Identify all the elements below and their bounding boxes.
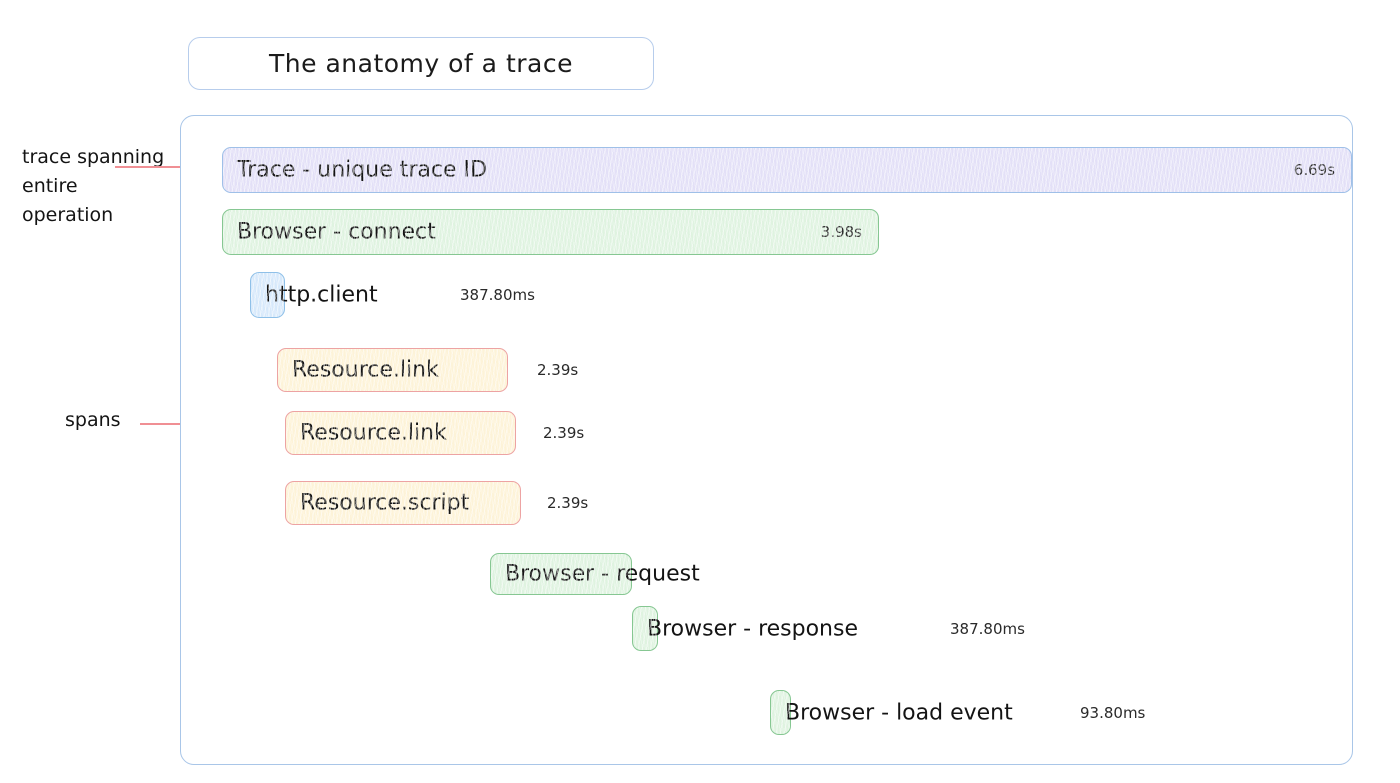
span-bar-resource-link[interactable]: Resource.link: [285, 411, 516, 455]
span-row-http-client[interactable]: http.client 387.80ms: [250, 272, 535, 318]
span-duration: 6.69s: [1293, 161, 1335, 179]
annotation-spans-label: spans: [65, 409, 121, 431]
page-title: The anatomy of a trace: [269, 49, 573, 78]
span-row-trace[interactable]: Trace - unique trace ID 6.69s: [222, 147, 1352, 193]
span-duration: 2.39s: [537, 361, 579, 379]
span-bar-browser-connect[interactable]: Browser - connect 3.98s: [222, 209, 879, 255]
span-bar-trace[interactable]: Trace - unique trace ID 6.69s: [222, 147, 1352, 193]
span-row-browser-connect[interactable]: Browser - connect 3.98s: [222, 209, 879, 255]
span-row-browser-request[interactable]: Browser - request: [490, 553, 700, 595]
diagram-title-box: The anatomy of a trace: [188, 37, 654, 90]
span-duration: 387.80ms: [460, 286, 535, 304]
span-label: Resource.link: [292, 357, 439, 383]
annotation-trace-label: trace spanning entire operation: [22, 146, 165, 226]
span-label: Browser - connect: [237, 219, 436, 245]
span-label: Browser - load event: [785, 700, 1013, 725]
span-row-resource-script[interactable]: Resource.script 2.39s: [285, 481, 588, 525]
span-row-browser-response[interactable]: Browser - response 387.80ms: [632, 606, 1025, 651]
span-duration: 2.39s: [547, 494, 589, 512]
span-bar-resource-script[interactable]: Resource.script: [285, 481, 521, 525]
span-duration: 93.80ms: [1080, 703, 1146, 722]
span-label: Resource.script: [300, 490, 470, 516]
span-bar-resource-link[interactable]: Resource.link: [277, 348, 508, 392]
span-duration: 387.80ms: [950, 619, 1025, 638]
annotation-trace-leader-line: [115, 166, 211, 168]
span-bar-http-client[interactable]: http.client: [250, 272, 378, 318]
span-label: Browser - request: [505, 561, 700, 587]
span-row-resource-link-1[interactable]: Resource.link 2.39s: [277, 348, 578, 392]
span-label: Trace - unique trace ID: [237, 157, 487, 183]
span-duration: 2.39s: [543, 424, 585, 442]
span-duration: 3.98s: [820, 223, 862, 241]
span-row-browser-load-event[interactable]: Browser - load event 93.80ms: [770, 690, 1145, 735]
span-label: Resource.link: [300, 420, 447, 446]
span-bar-browser-load-event[interactable]: Browser - load event: [770, 690, 1013, 735]
span-label: http.client: [265, 282, 378, 308]
span-bar-browser-request[interactable]: Browser - request: [490, 553, 700, 595]
span-label: Browser - response: [647, 616, 858, 641]
span-row-resource-link-2[interactable]: Resource.link 2.39s: [285, 411, 584, 455]
span-bar-browser-response[interactable]: Browser - response: [632, 606, 858, 651]
